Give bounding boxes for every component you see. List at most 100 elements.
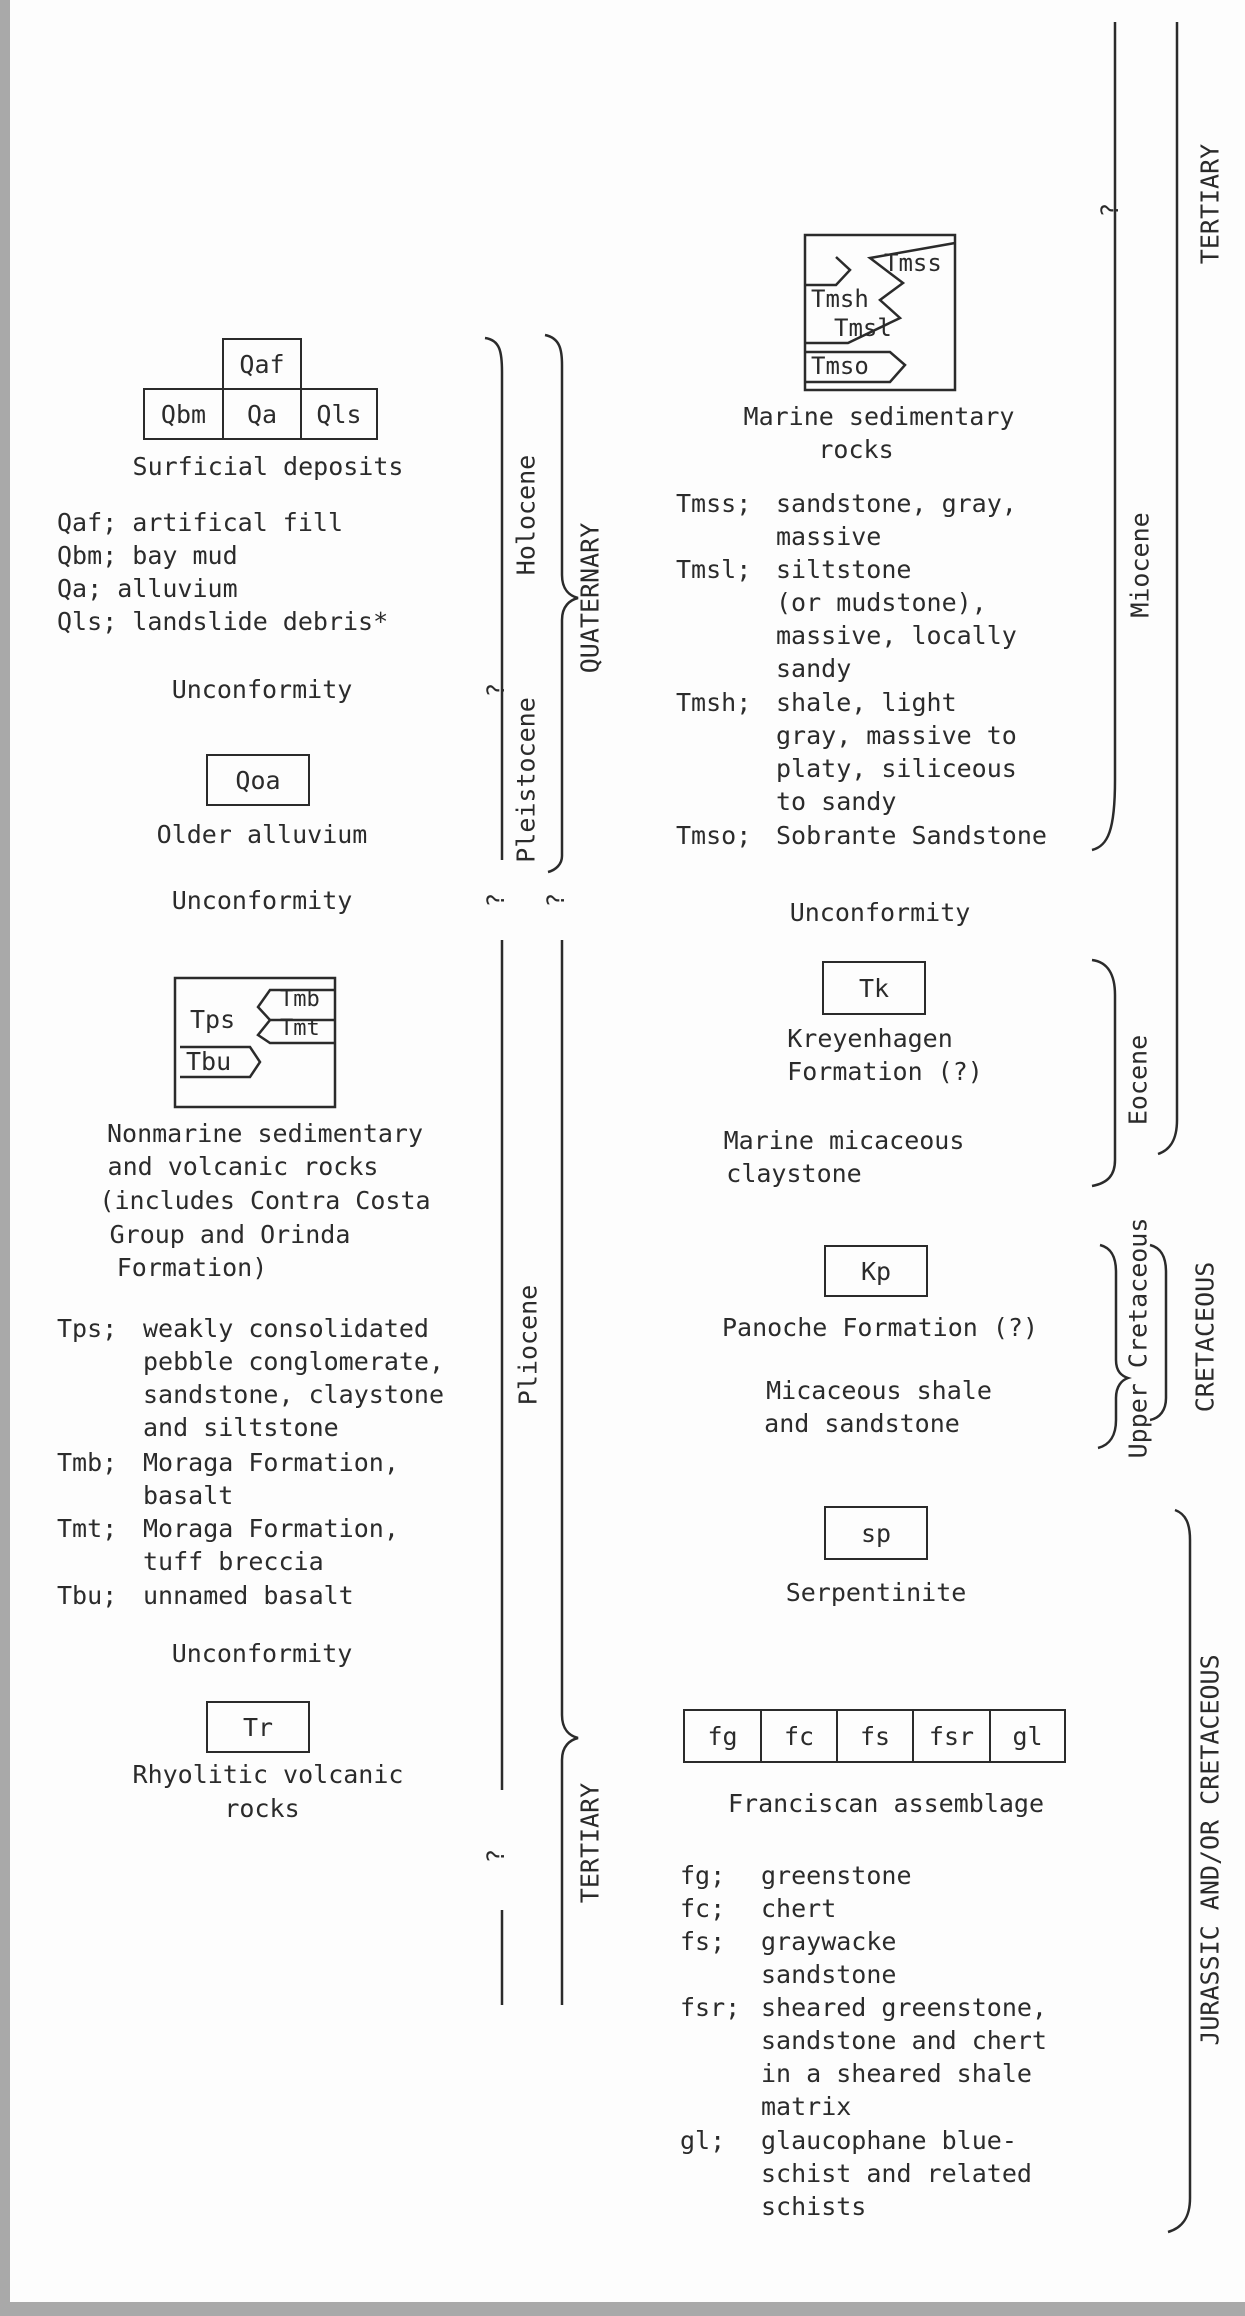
label-cretaceous: CRETACEOUS bbox=[1190, 1261, 1220, 1413]
item-desc: Sobrante Sandstone bbox=[776, 821, 1047, 850]
item-desc: platy, siliceous bbox=[776, 754, 1017, 783]
item-desc: and siltstone bbox=[143, 1413, 339, 1442]
franciscan-title: Franciscan assemblage bbox=[727, 1789, 1045, 1818]
item-desc: schists bbox=[761, 2192, 867, 2221]
eocene-bracket bbox=[1091, 958, 1117, 1188]
question-mark: ? bbox=[1096, 202, 1124, 218]
item-code: Tmso; bbox=[676, 821, 752, 850]
label-holocene: Holocene bbox=[511, 454, 541, 576]
item-desc: massive, locally bbox=[776, 621, 1017, 650]
item-code: Tbu; bbox=[57, 1581, 118, 1610]
panoche-title: Panoche Formation (?) bbox=[721, 1313, 1039, 1342]
item-code: Qls; bbox=[57, 607, 118, 636]
item-code: fs; bbox=[680, 1927, 726, 1956]
item-desc: shale, light bbox=[776, 688, 957, 717]
item-desc: matrix bbox=[761, 2092, 852, 2121]
marine-box-outline bbox=[803, 233, 957, 392]
marine-title-line: Marine sedimentary bbox=[743, 402, 1015, 431]
map-unit-qa: Qa bbox=[222, 388, 302, 440]
quaternary-brace bbox=[544, 333, 579, 874]
item-desc: artifical fill bbox=[132, 508, 343, 537]
item-code: Tmss; bbox=[676, 489, 752, 518]
tbu-arrow-shape bbox=[180, 1045, 262, 1079]
label-pleistocene: Pleistocene bbox=[511, 697, 541, 863]
item-code: Qaf; bbox=[57, 508, 118, 537]
item-code: Qbm; bbox=[57, 541, 118, 570]
kreyenhagen-title-line: Kreyenhagen bbox=[787, 1024, 953, 1053]
item-desc: greenstone bbox=[761, 1861, 912, 1890]
item-code: Tmb; bbox=[57, 1448, 118, 1477]
item-code: fsr; bbox=[680, 1993, 741, 2022]
item-desc: to sandy bbox=[776, 787, 897, 816]
unconformity-2: Unconformity bbox=[171, 886, 353, 915]
map-unit-qls: Qls bbox=[300, 388, 378, 440]
map-unit-tr: Tr bbox=[206, 1701, 310, 1753]
map-unit-sp: sp bbox=[824, 1506, 928, 1560]
label-eocene: Eocene bbox=[1123, 1034, 1153, 1126]
item-desc: Moraga Formation, bbox=[143, 1514, 399, 1543]
item-desc: unnamed basalt bbox=[143, 1581, 354, 1610]
tmsh-arrow bbox=[805, 256, 852, 287]
question-mark: ? bbox=[482, 892, 510, 908]
item-desc: pebble conglomerate, bbox=[143, 1347, 445, 1376]
item-desc: graywacke bbox=[761, 1927, 897, 1956]
map-unit-tk: Tk bbox=[822, 961, 926, 1015]
serpentinite-title: Serpentinite bbox=[785, 1578, 967, 1607]
tmss-boundary bbox=[805, 241, 956, 345]
marine-title-line: rocks bbox=[818, 435, 894, 464]
map-unit-qoa: Qoa bbox=[206, 754, 310, 806]
surficial-title: Surficial deposits bbox=[132, 452, 404, 481]
item-desc: basalt bbox=[143, 1481, 234, 1510]
kreyenhagen-desc-line: claystone bbox=[726, 1159, 862, 1188]
unconformity-1: Unconformity bbox=[171, 675, 353, 704]
item-desc: weakly consolidated bbox=[143, 1314, 429, 1343]
rhyolitic-title-line: rocks bbox=[224, 1794, 300, 1823]
item-code: fg; bbox=[680, 1861, 726, 1890]
scan-border-left bbox=[0, 0, 10, 2316]
item-desc: schist and related bbox=[761, 2159, 1032, 2188]
map-unit-fsr: fsr bbox=[912, 1709, 991, 1763]
map-unit-tmt: Tmt bbox=[280, 1016, 320, 1041]
item-desc: in a sheared shale bbox=[761, 2059, 1032, 2088]
nonmarine-title-line: (includes Contra Costa bbox=[99, 1186, 431, 1215]
tertiary-right-brace bbox=[1157, 22, 1179, 1156]
map-unit-tmb: Tmb bbox=[280, 987, 320, 1012]
item-desc: (or mudstone), bbox=[776, 588, 987, 617]
item-code: Tmsl; bbox=[676, 555, 752, 584]
item-desc: sandstone bbox=[761, 1960, 897, 1989]
cretaceous-brace bbox=[1149, 1243, 1168, 1422]
item-desc: sandstone, claystone bbox=[143, 1380, 445, 1409]
label-upper-cretaceous: Upper Cretaceous bbox=[1123, 1217, 1153, 1459]
scan-border-bottom bbox=[0, 2302, 1245, 2316]
nonmarine-box-outline bbox=[173, 976, 337, 1109]
item-desc: siltstone bbox=[776, 555, 912, 584]
nonmarine-title-line: Formation) bbox=[116, 1253, 268, 1282]
item-code: Tps; bbox=[57, 1314, 118, 1343]
question-mark: ? bbox=[482, 682, 510, 698]
unconformity-4: Unconformity bbox=[789, 898, 971, 927]
label-quaternary: QUATERNARY bbox=[575, 522, 605, 674]
item-desc: bay mud bbox=[132, 541, 238, 570]
panoche-desc-line: Micaceous shale bbox=[766, 1376, 992, 1405]
map-unit-gl: gl bbox=[989, 1709, 1066, 1763]
label-miocene: Miocene bbox=[1125, 512, 1155, 618]
item-code: Tmt; bbox=[57, 1514, 118, 1543]
map-unit-kp: Kp bbox=[824, 1245, 928, 1297]
upper-cretaceous-brace bbox=[1097, 1243, 1132, 1450]
item-desc: gray, massive to bbox=[776, 721, 1017, 750]
label-pliocene: Pliocene bbox=[513, 1284, 543, 1406]
kreyenhagen-title-line: Formation (?) bbox=[787, 1057, 983, 1086]
item-desc: glaucophane blue- bbox=[761, 2126, 1017, 2155]
unconformity-3: Unconformity bbox=[171, 1639, 353, 1668]
label-jurassic-cretaceous: JURASSIC AND/OR CRETACEOUS bbox=[1195, 1654, 1225, 2046]
tmso-arrow bbox=[805, 350, 907, 384]
tertiary-left-brace bbox=[560, 940, 579, 2005]
map-unit-fg: fg bbox=[683, 1709, 762, 1763]
map-unit-fs: fs bbox=[836, 1709, 914, 1763]
kreyenhagen-desc-line: Marine micaceous bbox=[723, 1126, 965, 1155]
map-unit-tps: Tps bbox=[190, 1005, 236, 1034]
question-mark: ? bbox=[542, 892, 570, 908]
panoche-desc-line: and sandstone bbox=[764, 1409, 960, 1438]
item-code: Tmsh; bbox=[676, 688, 752, 717]
nonmarine-title-line: Group and Orinda bbox=[109, 1220, 351, 1249]
